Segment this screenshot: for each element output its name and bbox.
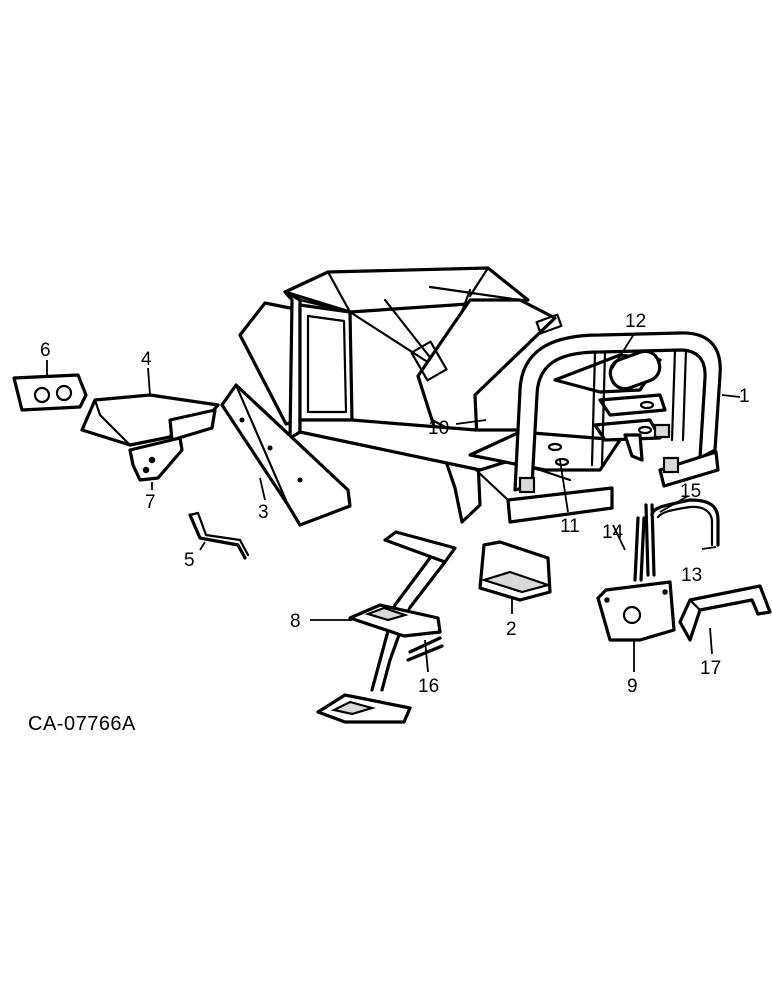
callout-3: 3	[258, 502, 269, 523]
callout-9: 9	[627, 676, 638, 697]
callout-8: 8	[290, 611, 301, 632]
callout-4: 4	[141, 349, 152, 370]
callout-7: 7	[145, 492, 156, 513]
callout-17: 17	[700, 658, 721, 679]
callout-11: 11	[560, 516, 580, 537]
callout-2: 2	[506, 619, 517, 640]
callout-12: 12	[625, 311, 646, 332]
strap	[188, 511, 250, 560]
step-plate	[478, 540, 552, 602]
callout-1: 1	[739, 386, 750, 407]
callout-13: 13	[681, 565, 702, 586]
bracket	[128, 436, 184, 482]
fender-shield	[220, 383, 352, 527]
leader-lines	[46, 333, 741, 673]
callout-10: 10	[428, 418, 449, 439]
callout-16: 16	[418, 676, 439, 697]
cab-frame	[238, 266, 722, 524]
tool-box	[80, 393, 220, 447]
callout-15: 15	[680, 481, 701, 502]
side-panel	[596, 580, 676, 642]
callout-14: 14	[602, 522, 624, 543]
callout-6: 6	[40, 340, 51, 361]
tubes	[633, 498, 720, 582]
step-assembly	[316, 530, 457, 724]
callout-labels: 1 2 3 4 5 6 7 8 9 10 11 12 13 14 15 16 1…	[40, 311, 750, 697]
drawing-code: CA-07766A	[28, 713, 136, 735]
callout-5: 5	[184, 550, 195, 571]
light-housing	[12, 373, 88, 412]
cover	[678, 584, 772, 642]
